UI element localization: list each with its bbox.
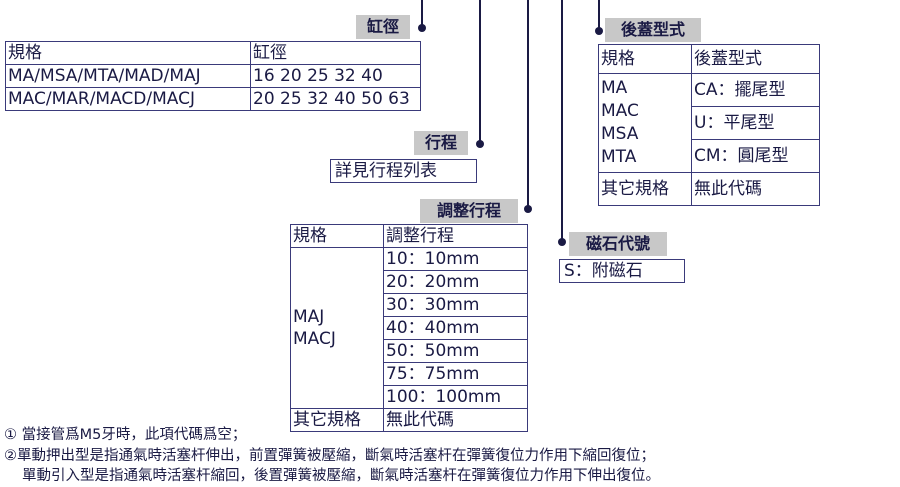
connector-dot-magnet	[558, 238, 566, 246]
connector-line-rear	[598, 0, 600, 30]
rear-model: MA	[601, 78, 628, 98]
rear-model: MSA	[601, 124, 639, 144]
bore-header: 缸徑	[356, 15, 410, 39]
connector-line-magnet	[561, 0, 563, 240]
rear-type: CA：擺尾型	[691, 73, 820, 107]
magnet-header: 磁石代號	[569, 232, 667, 256]
bore-row-model: MA/MSA/MTA/MAD/MAJ	[5, 64, 251, 88]
adjust-col2-header: 調整行程	[383, 224, 528, 248]
adjust-item: 10：10mm	[383, 247, 528, 271]
adjust-item: 20：20mm	[383, 270, 528, 294]
connector-line-bore	[421, 0, 423, 28]
adjust-table: 規格 調整行程 MAJ MACJ 10：10mm 20：20mm 30：30mm…	[290, 224, 528, 432]
rear-col2-header: 後蓋型式	[691, 44, 820, 74]
rear-model-cell: MA MAC MSA MTA	[598, 73, 692, 173]
rear-type: U：平尾型	[691, 106, 820, 140]
rear-other-model: 其它規格	[598, 172, 692, 206]
footnote-2: ②單動押出型是指通氣時活塞杆伸出，前置彈簧被壓縮，斷氣時活塞杆在彈簧復位力作用下…	[4, 448, 655, 464]
adjust-model-line1: MAJ	[293, 307, 325, 327]
adjust-item: 50：50mm	[383, 339, 528, 363]
rear-header: 後蓋型式	[605, 18, 701, 42]
stroke-text: 詳見行程列表	[330, 159, 477, 183]
adjust-item: 30：30mm	[383, 293, 528, 317]
adjust-model-cell: MAJ MACJ	[290, 247, 384, 409]
footnote-3: 單動引入型是指通氣時活塞杆縮回，後置彈簧被壓縮，斷氣時活塞杆在彈簧復位力作用下伸…	[22, 468, 660, 484]
bore-table: 規格 缸徑 MA/MSA/MTA/MAD/MAJ 16 20 25 32 40 …	[5, 41, 421, 111]
connector-dot-adjust	[524, 205, 532, 213]
adjust-item: 75：75mm	[383, 362, 528, 386]
adjust-other-model: 其它規格	[290, 408, 384, 432]
connector-dot-rear	[595, 27, 603, 35]
rear-col1-header: 規格	[598, 44, 692, 74]
rear-other-value: 無此代碼	[691, 172, 820, 206]
bore-col2-header: 缸徑	[250, 41, 421, 65]
adjust-item: 40：40mm	[383, 316, 528, 340]
stroke-header: 行程	[414, 131, 468, 155]
adjust-model-line2: MACJ	[293, 329, 336, 349]
connector-line-stroke	[479, 0, 481, 143]
magnet-text: S：附磁石	[559, 259, 685, 283]
rear-type: CM：圓尾型	[691, 139, 820, 173]
adjust-col1-header: 規格	[290, 224, 384, 248]
adjust-header: 調整行程	[420, 199, 518, 223]
rear-model: MAC	[601, 101, 639, 121]
rear-table: 規格 後蓋型式 MA MAC MSA MTA CA：擺尾型 U：平尾型 CM：圓…	[598, 44, 820, 206]
footnote-1: ① 當接管爲M5牙時，此項代碼爲空；	[4, 427, 247, 443]
connector-dot-bore	[418, 24, 426, 32]
connector-line-adjust	[527, 0, 529, 208]
bore-col1-header: 規格	[5, 41, 251, 65]
bore-row-model: MAC/MAR/MACD/MACJ	[5, 87, 251, 111]
adjust-other-value: 無此代碼	[383, 408, 528, 432]
bore-row-values: 20 25 32 40 50 63	[250, 87, 421, 111]
connector-dot-stroke	[476, 140, 484, 148]
rear-model: MTA	[601, 147, 637, 167]
adjust-item: 100：100mm	[383, 385, 528, 409]
bore-row-values: 16 20 25 32 40	[250, 64, 421, 88]
